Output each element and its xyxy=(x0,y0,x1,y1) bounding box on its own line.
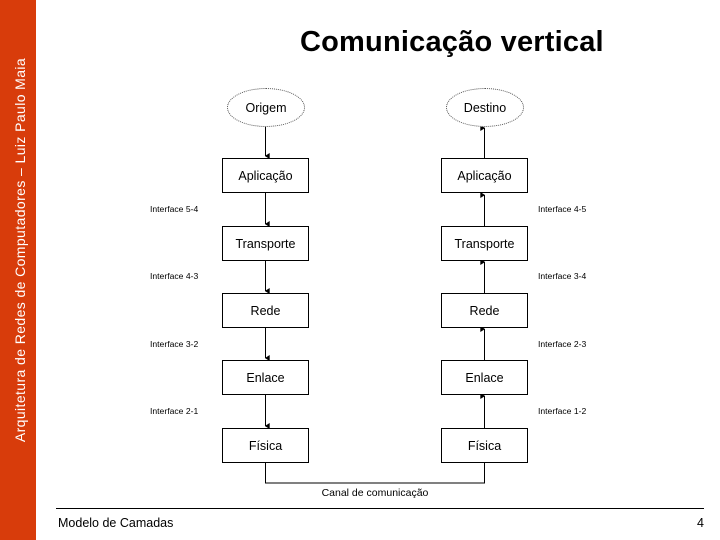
footer-divider xyxy=(56,508,704,509)
interface-label-right-4-5: Interface 4-5 xyxy=(538,204,587,214)
sidebar-accent-bar: Arquitetura de Redes de Computadores – L… xyxy=(0,0,36,540)
endpoint-origem-label: Origem xyxy=(245,100,287,115)
communication-channel-bracket xyxy=(265,462,485,484)
interface-label-left-3-2: Interface 3-2 xyxy=(150,339,199,349)
left-layer-enlace[interactable]: Enlace xyxy=(222,360,309,395)
layer-label: Transporte xyxy=(235,236,296,251)
layer-label: Física xyxy=(248,438,283,453)
layer-label: Aplicação xyxy=(238,168,293,183)
right-layer-rede[interactable]: Rede xyxy=(441,293,528,328)
layer-label: Física xyxy=(467,438,502,453)
layer-label: Rede xyxy=(469,303,500,318)
endpoint-destino-label: Destino xyxy=(463,100,507,115)
interface-label-right-3-4: Interface 3-4 xyxy=(538,271,587,281)
left-layer-aplicacao[interactable]: Aplicação xyxy=(222,158,309,193)
layer-label: Rede xyxy=(250,303,281,318)
right-layer-fisica[interactable]: Física xyxy=(441,428,528,463)
page-title: Comunicação vertical xyxy=(300,26,604,58)
interface-label-left-4-3: Interface 4-3 xyxy=(150,271,199,281)
endpoint-destino[interactable]: Destino xyxy=(446,88,524,127)
interface-label-right-2-3: Interface 2-3 xyxy=(538,339,587,349)
footer-subject: Modelo de Camadas xyxy=(58,516,174,530)
interface-label-left-2-1: Interface 2-1 xyxy=(150,406,199,416)
layer-label: Aplicação xyxy=(457,168,512,183)
layer-label: Enlace xyxy=(465,370,504,385)
left-layer-rede[interactable]: Rede xyxy=(222,293,309,328)
left-layer-transporte[interactable]: Transporte xyxy=(222,226,309,261)
endpoint-origem[interactable]: Origem xyxy=(227,88,305,127)
interface-label-left-5-4: Interface 5-4 xyxy=(150,204,199,214)
right-layer-aplicacao[interactable]: Aplicação xyxy=(441,158,528,193)
right-layer-transporte[interactable]: Transporte xyxy=(441,226,528,261)
layer-label: Enlace xyxy=(246,370,285,385)
right-layer-enlace[interactable]: Enlace xyxy=(441,360,528,395)
left-layer-fisica[interactable]: Física xyxy=(222,428,309,463)
footer-page-number: 4 xyxy=(697,516,704,530)
communication-channel-label: Canal de comunicação xyxy=(321,487,429,499)
layer-label: Transporte xyxy=(454,236,515,251)
interface-label-right-1-2: Interface 1-2 xyxy=(538,406,587,416)
